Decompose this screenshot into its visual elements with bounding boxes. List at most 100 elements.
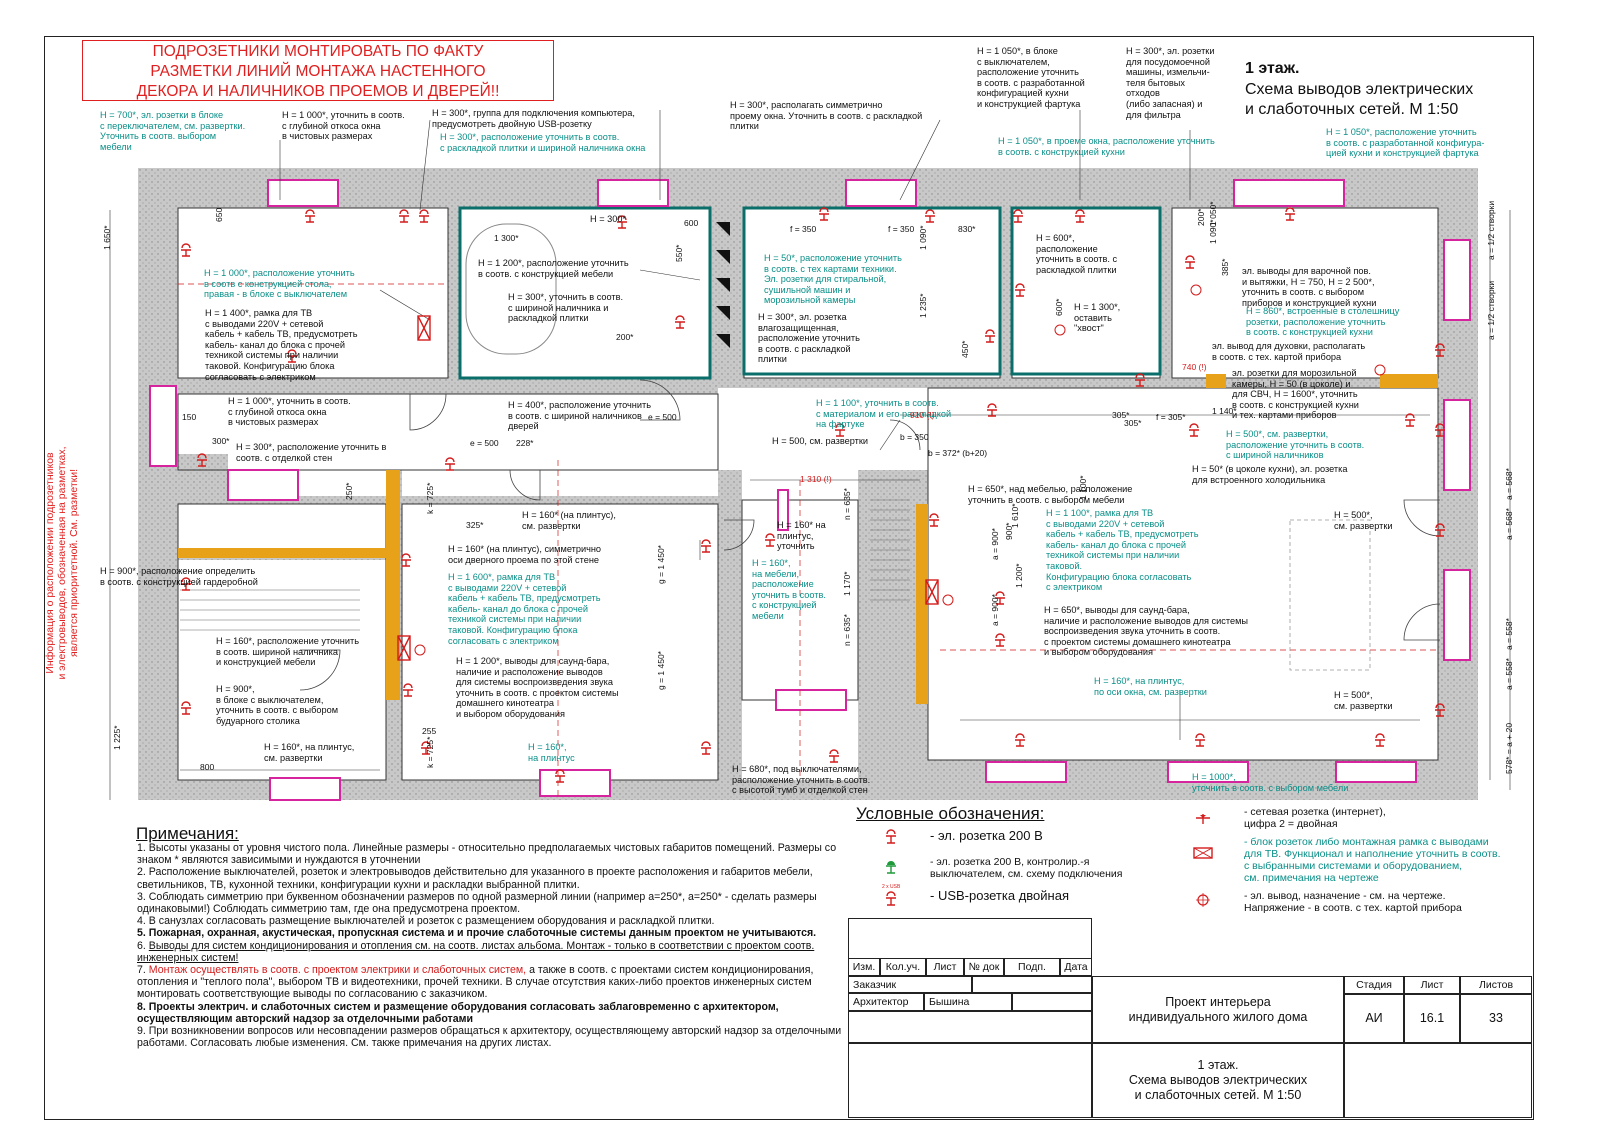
sheet-title-floor: 1 этаж. [1245, 60, 1300, 77]
warning-line-1: ПОДРОЗЕТНИКИ МОНТИРОВАТЬ ПО ФАКТУ [152, 43, 484, 60]
sheet-label: Лист [1404, 976, 1460, 994]
dimension-label: e = 500 [470, 438, 499, 448]
priority-side-note: Информация о расположении подрозетников … [44, 446, 80, 680]
dimension-label: 650 [214, 207, 224, 222]
note-text: В санузлах согласовать размещение выключ… [148, 915, 715, 928]
stamp-header-cell: Дата [1060, 958, 1092, 976]
note-number: 2. [137, 866, 149, 879]
annotation-a48: H = 1000*, уточнить в соотв. с выбором м… [1192, 772, 1349, 793]
network-socket-icon [1192, 810, 1214, 830]
stamp-header-cell: № док [964, 958, 1004, 976]
annotation-a7: H = 300*, эл. розетки для посудомоечной … [1126, 46, 1215, 120]
usb-socket-icon: 2 x USB [880, 884, 902, 910]
project-name: Проект интерьера индивидуального жилого … [1092, 976, 1344, 1043]
dimension-label: 740 (!) [1182, 362, 1207, 372]
dimension-label: 800 [200, 762, 215, 772]
dimension-label: 325* [466, 520, 484, 530]
dimension-label: 1 090* [918, 225, 928, 250]
stamp-header-cell: Кол.уч. [880, 958, 926, 976]
sheets-value: 33 [1460, 994, 1532, 1043]
annotation-a35: H = 160* (на плинтус), симметрично оси д… [448, 544, 602, 565]
mounting-warning: ПОДРОЗЕТНИКИ МОНТИРОВАТЬ ПО ФАКТУ РАЗМЕТ… [82, 40, 554, 101]
customer-value [972, 976, 1092, 993]
customer-label: Заказчик [848, 976, 972, 993]
drawing-name-line-2: Схема выводов электрических [1128, 1073, 1308, 1087]
drawing-name: 1 этаж. Схема выводов электрических и сл… [1092, 1043, 1344, 1118]
notes-list: 1. Высоты указаны от уровня чистого пола… [137, 842, 849, 1049]
drawing-name-line-3: и слаботочных сетей. М 1:50 [1134, 1088, 1302, 1102]
warning-line-2: РАЗМЕТКИ ЛИНИЙ МОНТАЖА НАСТЕННОГО [150, 63, 486, 80]
dimension-label: 305* [1112, 410, 1130, 420]
annotation-a31: H = 1 100*, рамка для ТВ с выводами 220V… [1046, 508, 1199, 593]
note-number: 5. [137, 927, 149, 940]
dimension-label: 910 (!) [910, 410, 935, 420]
note-text: При возникновении вопросов или несовпаде… [137, 1025, 842, 1050]
legend-item-text: - эл. розетка 200 В [930, 828, 1043, 843]
annotation-a24: H = 50* (в цоколе кухни), эл. розетка дл… [1192, 464, 1348, 485]
annotation-a1: H = 700*, эл. розетки в блоке с переключ… [100, 110, 246, 152]
notes-title: Примечания: [136, 824, 239, 843]
note-number: 3. [137, 890, 149, 903]
dimension-label: 578* = a + 20 [1504, 722, 1514, 774]
dimension-label: e = 500 [648, 412, 677, 422]
dimension-label: a = 900* [990, 528, 1000, 560]
door-swings [299, 379, 1441, 691]
annotation-a9: H = 1 050*, расположение уточнить в соот… [1326, 127, 1485, 159]
dimension-label: a = 568* [1504, 508, 1514, 540]
dimension-label: 255 [422, 726, 437, 736]
annotation-a12: H = 300* [590, 214, 627, 224]
sheet-title-line-3: и слаботочных сетей. М 1:50 [1245, 101, 1459, 118]
stamp-blank-top [848, 918, 1092, 960]
architect-label: Архитектор [848, 993, 924, 1011]
dimension-label: b = 350 [900, 432, 929, 442]
annotation-a40: H = 160*, расположение уточнить в соотв.… [216, 636, 359, 668]
legend-item-text: - сетевая розетка (интернет), цифра 2 = … [1244, 806, 1386, 830]
note-item: 3. Соблюдать симметрию при буквенном обо… [137, 891, 849, 915]
usb-icon-label: 2 x USB [882, 884, 901, 890]
windows [149, 179, 1471, 801]
dimension-label: a = 558* [1504, 658, 1514, 690]
outlet-points [414, 284, 1386, 656]
socket-icon [880, 828, 902, 848]
dimension-label: 1 650* [102, 225, 112, 250]
legend-item-text: - USB-розетка двойная [930, 888, 1069, 903]
dimension-label: g = 1 450* [656, 651, 666, 690]
annotation-a34: H = 160* (на плинтус), см. развертки [522, 510, 616, 531]
note-text-highlight: Монтаж осуществлять в соотв. с проектом … [148, 964, 527, 977]
annotation-a14: H = 300*, уточнить в соотв. с шириной на… [508, 292, 624, 324]
dimension-label: 1 225* [112, 725, 122, 750]
annotation-a18: H = 1 300*, оставить "хвост" [1074, 302, 1121, 334]
annotation-a42: H = 1 200*, выводы для саунд-бара, налич… [456, 656, 619, 719]
sheet-frame [44, 36, 1534, 1120]
stair-hatch [180, 499, 910, 631]
annotation-a26: H = 400*, расположение уточнить в соотв.… [508, 400, 651, 432]
stamp-header-cell: Лист [926, 958, 964, 976]
note-item: 2. Расположение выключателей, розеток и … [137, 866, 849, 890]
annotation-a32: H = 650*, выводы для саунд-бара, наличие… [1044, 605, 1249, 658]
dimension-lines [109, 210, 1511, 800]
stage-value: АИ [1344, 994, 1404, 1043]
tv-frame-icon [1192, 842, 1214, 862]
architect-name: Бышина [924, 993, 1012, 1011]
legend-item-text: - блок розеток либо монтажная рамка с вы… [1244, 836, 1501, 884]
stamp-header-cell: Подп. [1004, 958, 1060, 976]
sheet-title-line-2: Схема выводов электрических [1245, 81, 1474, 98]
project-name-line-2: индивидуального жилого дома [1128, 1009, 1308, 1024]
dimension-label: 1 610* [1010, 503, 1020, 528]
dimension-label: 1 140* [1212, 406, 1237, 416]
annotation-a16: H = 300*, эл. розетка влагозащищенная, р… [758, 312, 860, 365]
dimension-label: 1 200* [1014, 563, 1024, 588]
dimension-label: n = 635* [842, 488, 852, 520]
dimension-label: 250* [344, 482, 354, 501]
annotation-a17: H = 600*, расположение уточнить в соотв.… [1036, 233, 1118, 275]
dimension-label: a = 1/2 створки [1486, 200, 1496, 260]
note-text: Проекты электрич. и слаботочных систем и… [137, 1000, 779, 1025]
dimension-label: a = 558* [1504, 618, 1514, 650]
stamp-blank-bottom [848, 1043, 1092, 1118]
annotation-a21: эл. вывод для духовки, располагать в соо… [1212, 341, 1366, 362]
annotation-a22: эл. розетки для морозильной камеры, H = … [1232, 368, 1359, 421]
dimension-label: 228* [516, 438, 534, 448]
wet-zone-outlines [458, 206, 1162, 380]
dimension-label: 200* [1196, 208, 1206, 227]
